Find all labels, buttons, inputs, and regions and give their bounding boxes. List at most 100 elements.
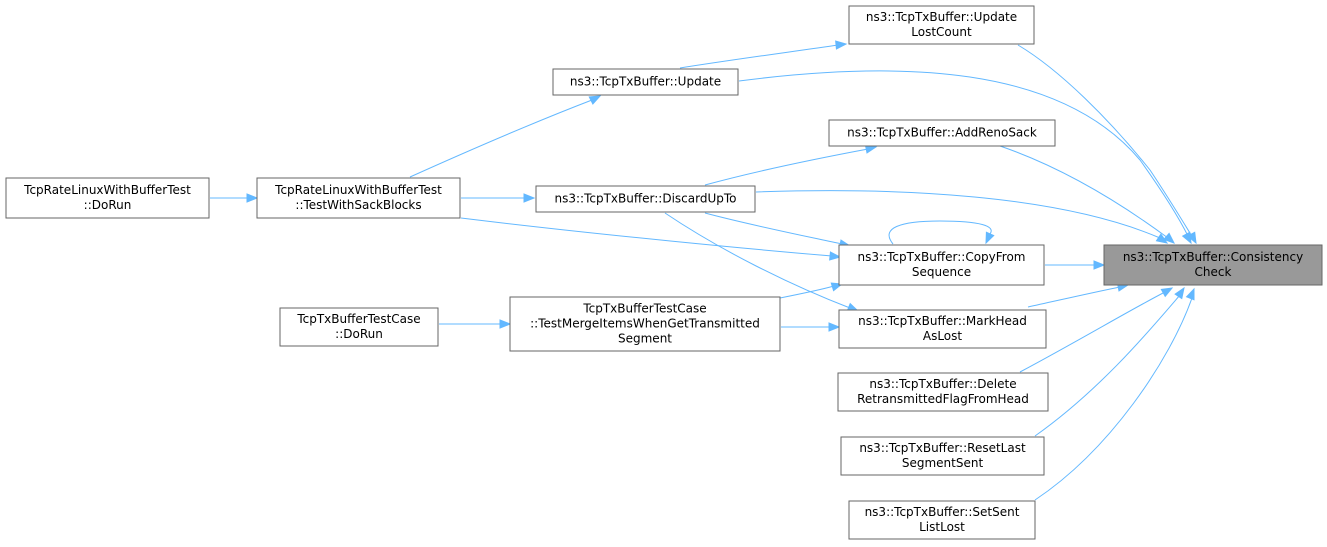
node-box[interactable] (838, 244, 1045, 286)
arrowhead-icon (588, 95, 602, 105)
edge-line (1027, 286, 1121, 308)
node-label-line: SegmentSent (902, 456, 984, 470)
node-label-line: ns3::TcpTxBuffer::AddRenoSack (847, 126, 1037, 140)
node-label-line: ::DoRun (335, 327, 383, 341)
edge-test_sack-to-copy_from (460, 217, 842, 261)
node-label-line: ListLost (919, 520, 965, 534)
node-box[interactable] (5, 177, 210, 219)
node-box[interactable] (828, 119, 1056, 147)
arrowhead-icon (1185, 287, 1195, 301)
edge-line (664, 212, 851, 309)
node-buf-dorun[interactable]: TcpTxBufferTestCase::DoRun (279, 307, 439, 347)
edge-line (679, 44, 839, 69)
node-box[interactable] (279, 307, 439, 347)
edge-set_sent-to-consistency (1034, 287, 1195, 501)
edge-update-to-consistency (738, 70, 1192, 245)
edge-copy_from-to-consistency (1045, 260, 1106, 270)
edge-discard-to-copy_from (704, 212, 852, 249)
node-label-line: ns3::TcpTxBuffer::MarkHead (858, 314, 1027, 328)
node-box[interactable] (837, 372, 1049, 412)
arrowhead-icon (1160, 287, 1174, 298)
arrowhead-icon (835, 40, 848, 50)
node-label-line: ::DoRun (84, 198, 132, 212)
edge-line (1017, 44, 1194, 239)
edge-merge_items-to-copy_from (779, 282, 844, 299)
node-test-sack[interactable]: TcpRateLinuxWithBufferTest::TestWithSack… (256, 177, 461, 219)
arrowhead-icon (1174, 286, 1185, 300)
node-update[interactable]: ns3::TcpTxBuffer::Update (552, 68, 739, 96)
node-merge-items[interactable]: TcpTxBufferTestCase::TestMergeItemsWhenG… (509, 296, 781, 352)
graph-edges (210, 40, 1197, 501)
node-add-reno[interactable]: ns3::TcpTxBuffer::AddRenoSack (828, 119, 1056, 147)
arrowhead-icon (1093, 260, 1106, 270)
node-discard[interactable]: ns3::TcpTxBuffer::DiscardUpTo (535, 185, 756, 213)
node-label-line: ::TestMergeItemsWhenGetTransmitted (530, 317, 760, 331)
node-label-line: RetransmittedFlagFromHead (857, 392, 1029, 406)
arrowhead-icon (1162, 232, 1176, 244)
edge-line (704, 148, 869, 186)
edge-line (755, 190, 1161, 239)
node-label-line: ns3::TcpTxBuffer::DiscardUpTo (555, 192, 737, 206)
node-box[interactable] (838, 309, 1047, 349)
edge-copy_from-to-copy_from (888, 220, 995, 245)
node-box[interactable] (840, 436, 1045, 476)
node-box[interactable] (848, 500, 1036, 540)
edge-buf_dorun-to-merge_items (439, 319, 512, 329)
node-box[interactable] (848, 5, 1035, 45)
node-label-line: ns3::TcpTxBuffer::Update (866, 10, 1017, 24)
node-box[interactable] (552, 68, 739, 96)
node-label-line: TcpTxBufferTestCase (582, 302, 706, 316)
node-label-line: ns3::TcpTxBuffer::Update (570, 75, 721, 89)
arrowhead-icon (1181, 231, 1192, 245)
node-box[interactable] (535, 185, 756, 213)
edge-reset_last-to-consistency (1034, 286, 1185, 437)
node-delete-retx[interactable]: ns3::TcpTxBuffer::DeleteRetransmittedFla… (837, 372, 1049, 412)
edge-update-to-update_lost (679, 40, 848, 69)
edge-line (409, 99, 593, 178)
node-rate-dorun[interactable]: TcpRateLinuxWithBufferTest::DoRun (5, 177, 210, 219)
node-label-line: TcpRateLinuxWithBufferTest (23, 183, 191, 197)
arrowhead-icon (1155, 233, 1169, 244)
arrowhead-icon (499, 319, 512, 329)
edge-discard-to-add_reno (704, 144, 878, 186)
node-label-line: ns3::TcpTxBuffer::SetSent (865, 505, 1020, 519)
arrowhead-icon (523, 193, 536, 203)
edge-rate_dorun-to-test_sack (210, 193, 259, 203)
node-box[interactable] (1103, 244, 1323, 286)
arrowhead-icon (985, 231, 995, 245)
edge-line (704, 212, 843, 245)
node-label-line: ns3::TcpTxBuffer::CopyFrom (858, 250, 1026, 264)
node-label-line: LostCount (911, 25, 972, 39)
edge-mark_head-to-consistency (1027, 282, 1130, 308)
edge-delete_retx-to-consistency (1019, 287, 1174, 373)
edge-line (1019, 291, 1166, 373)
edge-line (888, 220, 992, 245)
node-box[interactable] (509, 296, 781, 352)
arrowhead-icon (1186, 231, 1197, 245)
edge-merge_items-to-mark_head (781, 322, 841, 332)
edge-line (738, 70, 1189, 237)
node-label-line: ns3::TcpTxBuffer::Delete (869, 377, 1016, 391)
edge-line (779, 285, 835, 299)
arrowhead-icon (246, 193, 259, 203)
edge-line (1034, 297, 1193, 501)
node-label-line: TcpTxBufferTestCase (296, 312, 420, 326)
graph-nodes: ns3::TcpTxBuffer::ConsistencyCheckns3::T… (5, 5, 1323, 540)
arrowhead-icon (829, 251, 842, 261)
edge-line (999, 145, 1169, 239)
arrowhead-icon (828, 322, 841, 332)
node-label-line: AsLost (923, 329, 963, 343)
edge-discard-to-consistency (755, 190, 1169, 244)
node-box[interactable] (256, 177, 461, 219)
edge-line (1034, 294, 1181, 437)
node-label-line: Sequence (912, 265, 971, 279)
node-label-line: ns3::TcpTxBuffer::ResetLast (859, 441, 1026, 455)
edge-update_lost-to-consistency (1017, 44, 1197, 245)
